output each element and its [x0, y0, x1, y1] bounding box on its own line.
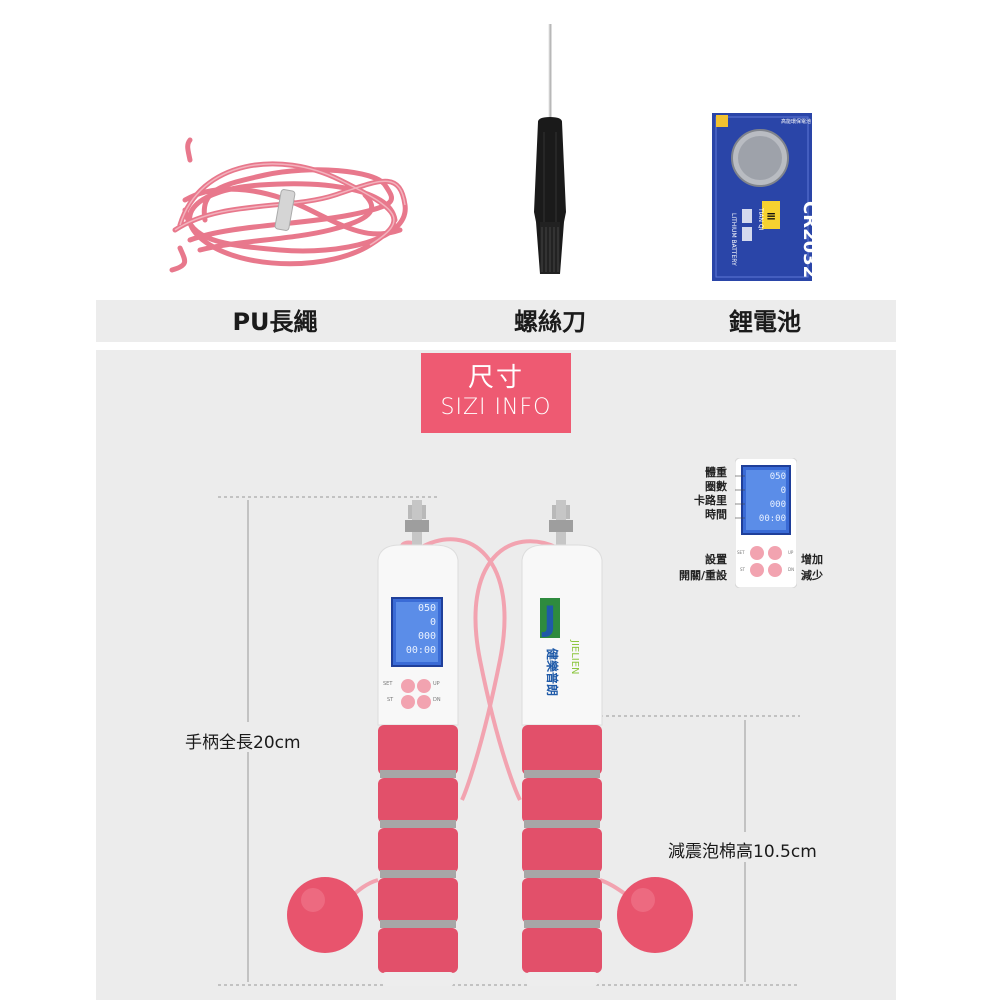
screwdriver-image — [534, 24, 566, 274]
logo-brand-en: JIELIEN — [569, 639, 580, 675]
pu-rope-image — [169, 137, 408, 273]
lcd-line-2: 0 — [429, 617, 436, 628]
right-handle: J 健樂普朗 JIELIEN — [521, 500, 603, 986]
battery-brand-en: TIAN QI — [757, 207, 764, 231]
battery-model: CR2032 — [799, 201, 812, 278]
battery-label: 鋰電池 — [729, 308, 801, 336]
lcd-line-1: 050 — [417, 603, 436, 614]
legend-lcd: 050 0 000 00:00 — [746, 470, 786, 526]
rope-label: PU長繩 — [232, 308, 318, 336]
legend-weight: 體重 — [705, 466, 727, 479]
legend-lcd-line-2: 0 — [780, 486, 786, 496]
legend-decrease: 減少 — [801, 569, 823, 582]
size-tag-title: 尺寸 — [467, 363, 524, 393]
lcd-line-4: 00:00 — [405, 645, 436, 656]
right-weight-ball — [617, 877, 693, 953]
handle-up-label: UP — [433, 681, 440, 687]
battery-top-text: 高能環保電池 — [781, 118, 811, 125]
legend-dn-btn-label: DN — [788, 567, 795, 572]
foam-height-label: 減震泡棉高10.5cm — [668, 842, 817, 862]
legend-set-btn-label: SET — [737, 550, 745, 555]
legend-st-btn-label: ST — [740, 567, 745, 572]
legend-up-btn-label: UP — [788, 550, 794, 555]
legend-set: 設置 — [705, 553, 727, 566]
handle-length-label: 手柄全長20cm — [185, 733, 301, 753]
size-info-tag: 尺寸 SIZI INFO — [421, 353, 571, 433]
legend-time: 時間 — [705, 508, 727, 521]
svg-text:J: J — [542, 599, 557, 639]
svg-text:≡: ≡ — [766, 209, 776, 223]
display-legend-panel — [735, 458, 797, 588]
legend-increase: 增加 — [801, 553, 823, 566]
legend-lcd-line-4: 00:00 — [758, 514, 786, 524]
legend-calories: 卡路里 — [694, 494, 727, 507]
legend-laps: 圈數 — [705, 480, 727, 493]
handle-st-label: ST — [387, 697, 394, 703]
handle-lcd: 050 0 000 00:00 — [396, 602, 438, 662]
left-weight-ball — [287, 877, 363, 953]
accessory-label-bar — [96, 300, 896, 342]
battery-card-image: 高能環保電池 ≡ CR2032 TIAN QI LITHIUM BATTERY — [712, 113, 812, 281]
screwdriver-label: 螺絲刀 — [514, 308, 586, 336]
display-legend-labels: 體重 圈數 卡路里 時間 — [637, 466, 727, 522]
left-handle — [377, 500, 459, 986]
battery-type: LITHIUM BATTERY — [730, 213, 737, 266]
legend-lcd-line-1: 050 — [769, 472, 786, 482]
handle-dn-label: DN — [433, 697, 441, 703]
lcd-line-3: 000 — [417, 631, 436, 642]
size-tag-subtitle: SIZI INFO — [440, 395, 552, 420]
legend-power-reset: 開關/重設 — [678, 569, 727, 582]
legend-lcd-line-3: 000 — [769, 500, 786, 510]
logo-brand-cn: 健樂普朗 — [545, 648, 560, 696]
handle-set-label: SET — [383, 681, 393, 687]
